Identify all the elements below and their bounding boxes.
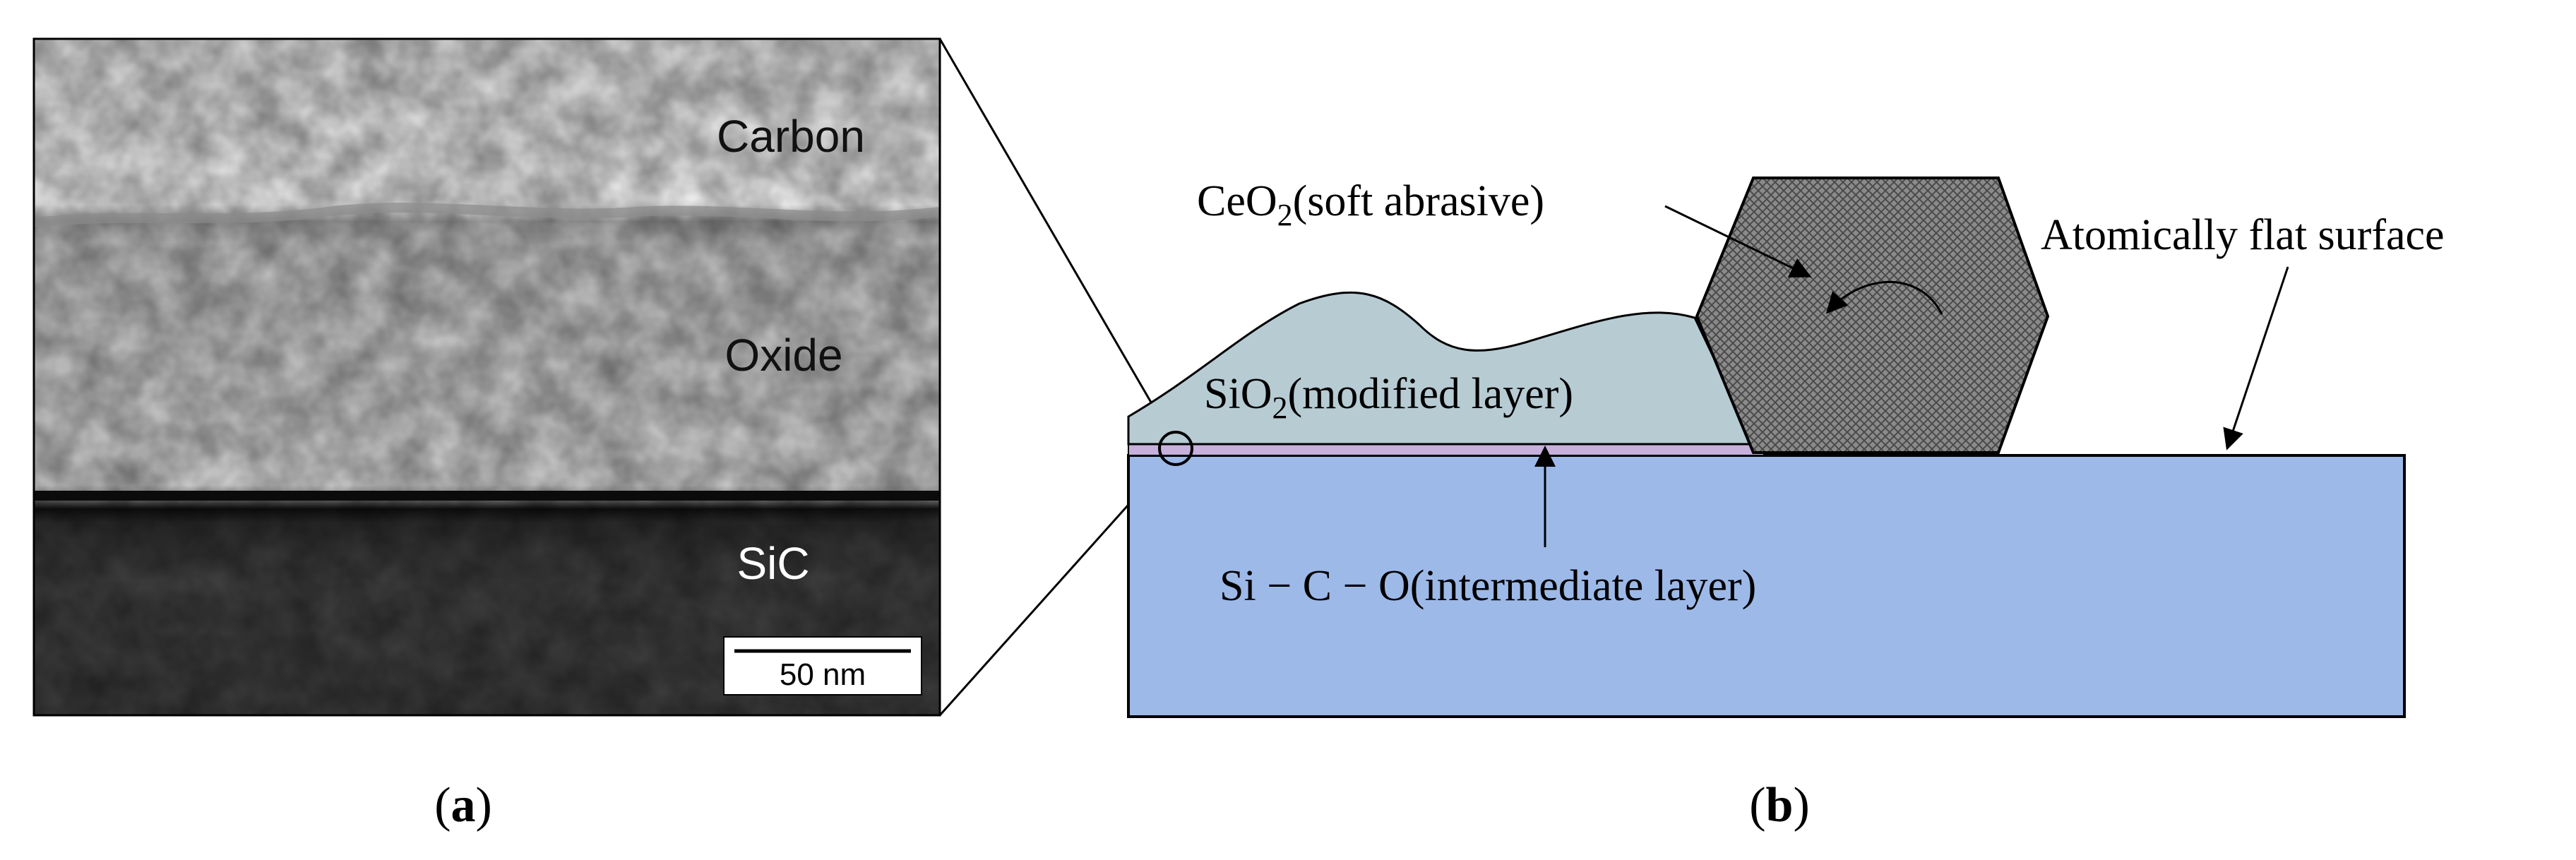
sio2-label-sub: 2 bbox=[1272, 390, 1287, 425]
carbon-label: Carbon bbox=[717, 111, 865, 162]
schematic: CeO2(soft abrasive) SiO2(modified layer)… bbox=[1127, 177, 2445, 718]
oxide-sic-interface bbox=[34, 491, 940, 501]
scale-bar-box bbox=[723, 636, 922, 695]
zoom-line-top bbox=[938, 38, 1177, 446]
sio2-label: SiO2(modified layer) bbox=[1204, 370, 1573, 425]
intermediate-layer bbox=[1128, 443, 1765, 456]
sio2-label-rest: (modified layer) bbox=[1287, 370, 1573, 418]
ceo2-label-base: CeO bbox=[1197, 177, 1277, 225]
caption-b-letter: b bbox=[1766, 778, 1794, 832]
caption-a-letter: a bbox=[451, 778, 476, 832]
ceo2-label-rest: (soft abrasive) bbox=[1293, 177, 1544, 225]
sio2-label-base: SiO bbox=[1204, 370, 1272, 418]
flat-surface-leader-arrow bbox=[2223, 266, 2289, 450]
oxide-label: Oxide bbox=[724, 330, 842, 381]
carbon-oxide-interface bbox=[33, 203, 941, 227]
tem-frame bbox=[32, 37, 941, 717]
caption-a: (a) bbox=[434, 778, 492, 832]
caption-b: (b) bbox=[1749, 778, 1810, 832]
zoom-circle bbox=[1158, 431, 1193, 466]
ceo2-label-sub: 2 bbox=[1277, 198, 1293, 232]
caption-a-close: ) bbox=[476, 778, 492, 832]
rotation-arrow bbox=[1825, 280, 1943, 315]
tem-micrograph: Carbon Oxide SiC 50 nm bbox=[32, 37, 941, 717]
tem-grain-texture bbox=[34, 39, 940, 715]
flat-surface-label: Atomically flat surface bbox=[2041, 211, 2445, 259]
ceo2-leader-arrow bbox=[1664, 205, 1812, 278]
ceo2-label: CeO2(soft abrasive) bbox=[1197, 177, 1544, 232]
scale-bar-label: 50 nm bbox=[780, 657, 866, 692]
caption-b-close: ) bbox=[1793, 778, 1809, 832]
sic-substrate bbox=[1127, 454, 2406, 718]
modified-layer bbox=[1127, 291, 1757, 446]
sic-label: SiC bbox=[737, 538, 809, 589]
caption-a-open: ( bbox=[434, 778, 451, 832]
scale-bar: 50 nm bbox=[723, 636, 922, 695]
ceo2-abrasive bbox=[1695, 177, 2050, 454]
intermediate-label: Si − C − O(intermediate layer) bbox=[1220, 562, 1756, 610]
caption-b-open: ( bbox=[1749, 778, 1765, 832]
